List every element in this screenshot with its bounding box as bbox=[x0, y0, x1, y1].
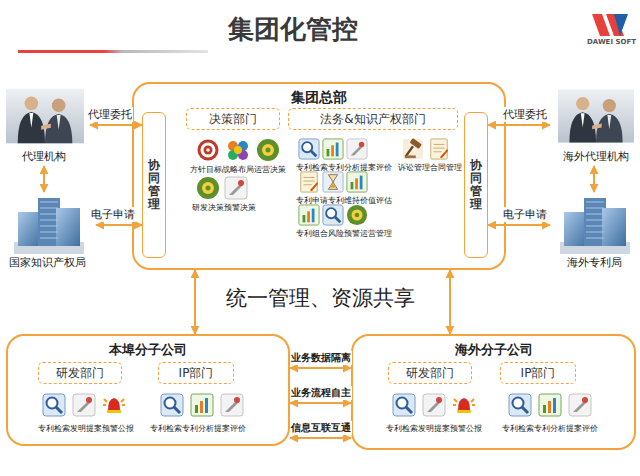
department-box: 研发部门 bbox=[388, 362, 472, 384]
picture-node: 海外代理机构 bbox=[550, 86, 640, 166]
picture-node: 代理机构 bbox=[0, 86, 90, 166]
double-arrow bbox=[43, 166, 45, 192]
department-box: 决策部门 bbox=[186, 108, 280, 130]
double-arrow bbox=[290, 437, 351, 439]
icon-caption: 专利检索专利分析提案评价 bbox=[150, 423, 246, 434]
icon-caption: 方针目标战略布局运营决策 bbox=[190, 164, 286, 175]
double-arrow bbox=[290, 402, 351, 404]
picture-node: 国家知识产权局 bbox=[0, 192, 96, 272]
node-text: 集团总部 bbox=[134, 89, 504, 107]
node-text: 法务&知识产权部门 bbox=[320, 111, 425, 128]
department-box: 法务&知识产权部门 bbox=[288, 108, 458, 130]
icon-caption: 诉讼管理合同管理 bbox=[398, 162, 462, 173]
double-arrow bbox=[593, 166, 595, 192]
group-box: 集团总部决策部门 法务&知识产权部门协同管理 协同管理 bbox=[132, 82, 506, 270]
picture-node: 海外专利局 bbox=[550, 192, 638, 272]
double-arrow bbox=[290, 367, 351, 369]
slogan-text: 统一管理、资源共享 bbox=[226, 284, 415, 312]
edge-label: 电子申请 bbox=[90, 207, 136, 222]
double-arrow bbox=[488, 224, 550, 226]
department-box: 研发部门 bbox=[38, 362, 122, 384]
icon-caption: 研发决策预警决策 bbox=[192, 202, 256, 213]
node-text: 协同管理 bbox=[470, 159, 482, 212]
edge-label: 业务数据隔离 bbox=[290, 351, 352, 365]
icon-caption: 专利检索发明提案预警公报 bbox=[386, 423, 482, 434]
node-text: 代理机构 bbox=[0, 149, 90, 164]
node-text: IP部门 bbox=[521, 365, 556, 382]
page-title: 集团化管控 bbox=[228, 12, 358, 47]
edge-label: 电子申请 bbox=[502, 207, 548, 222]
edge-label: 代理委托 bbox=[502, 107, 548, 122]
node-text: IP部门 bbox=[179, 365, 214, 382]
node-text: 研发部门 bbox=[406, 365, 454, 382]
edge-label: 信息互联互通 bbox=[290, 421, 352, 435]
double-arrow bbox=[96, 224, 142, 226]
node-text: 决策部门 bbox=[209, 111, 257, 128]
double-arrow bbox=[90, 124, 142, 126]
logo-text: DAWEI SOFT bbox=[587, 38, 636, 46]
department-box: IP部门 bbox=[500, 362, 576, 384]
node-text: 海外分子公司 bbox=[353, 341, 634, 359]
edge-label: 业务流程自主 bbox=[290, 386, 352, 400]
node-text: 研发部门 bbox=[56, 365, 104, 382]
node-text: 协同管理 bbox=[148, 159, 160, 212]
icon-caption: 专利检索专利分析提案评价 bbox=[502, 423, 598, 434]
double-arrow bbox=[488, 124, 550, 126]
double-arrow bbox=[194, 270, 196, 334]
icon-caption: 专利检索专利分析提案评价 bbox=[296, 162, 392, 173]
node-text: 国家知识产权局 bbox=[0, 255, 96, 270]
coordination-box: 协同管理 bbox=[464, 112, 488, 258]
icon-caption: 专利检索发明提案预警公报 bbox=[38, 423, 134, 434]
node-text: 海外专利局 bbox=[550, 255, 638, 270]
edge-label: 代理委托 bbox=[87, 107, 133, 122]
node-text: 本埠分子公司 bbox=[8, 341, 288, 359]
department-box: IP部门 bbox=[158, 362, 234, 384]
icon-caption: 专利申请专利维持价值评估 bbox=[296, 195, 392, 206]
coordination-box: 协同管理 bbox=[142, 112, 166, 258]
node-text: 海外代理机构 bbox=[550, 149, 640, 164]
double-arrow bbox=[449, 270, 451, 334]
icon-caption: 专利组合风险预警运营管理 bbox=[296, 228, 392, 239]
